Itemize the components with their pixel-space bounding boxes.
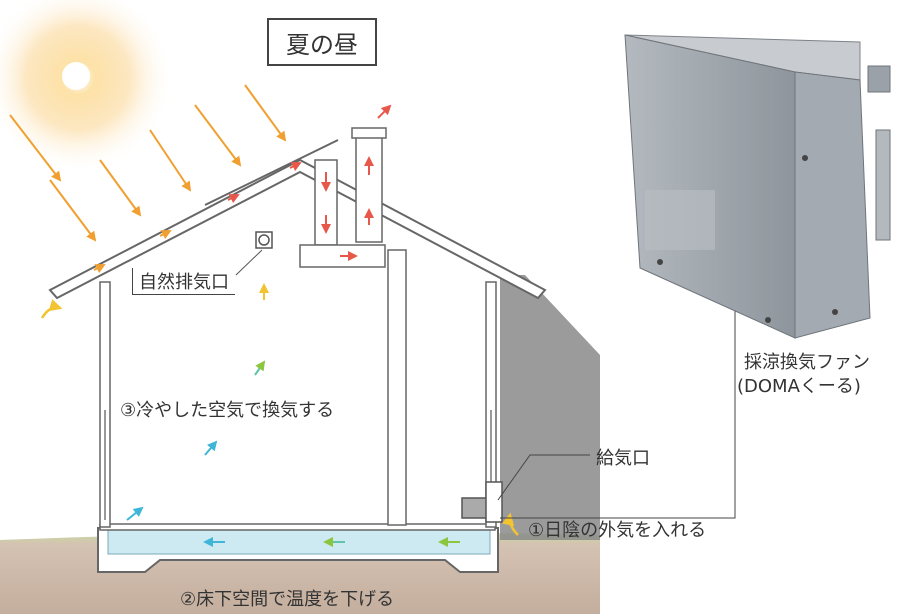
fan-leader [500,310,736,519]
fan-name-line2: (DOMAくーる) [737,376,861,397]
roof [48,158,547,300]
natural-exhaust-label: 自然排気口 [132,268,235,295]
duct-system [299,127,407,526]
shade-inlet-arrow [501,512,519,536]
sun-rays [9,84,287,242]
cooled-air-label: ③冷やした空気で換気する [120,400,335,421]
roof-airflow-arrows [93,162,302,274]
sun-icon [62,62,90,90]
doma-cool-fan-image [624,34,891,339]
underfloor-space [107,529,491,555]
left-window [104,410,106,520]
underfloor-label: ②床下空間で温度を下げる [180,589,395,610]
eave-inlet-arrow [40,299,63,319]
left-wall [99,281,111,528]
supply-vent-label: 給気口 [596,448,650,469]
shade-air-label: ①日陰の外気を入れる [528,520,707,541]
house-shadow [500,275,600,540]
diagram-title: 夏の昼 [267,18,377,66]
right-window [490,410,492,510]
duct-airflow-arrows [321,104,392,261]
roof-ridge-cap [204,139,339,206]
right-wall [485,281,497,528]
supply-vent-leader [497,454,590,501]
fan-name-line1: 採涼換気ファン [744,352,870,373]
sun-glow [0,0,173,173]
room-airflow-arrows [126,283,269,521]
floor [99,523,496,531]
